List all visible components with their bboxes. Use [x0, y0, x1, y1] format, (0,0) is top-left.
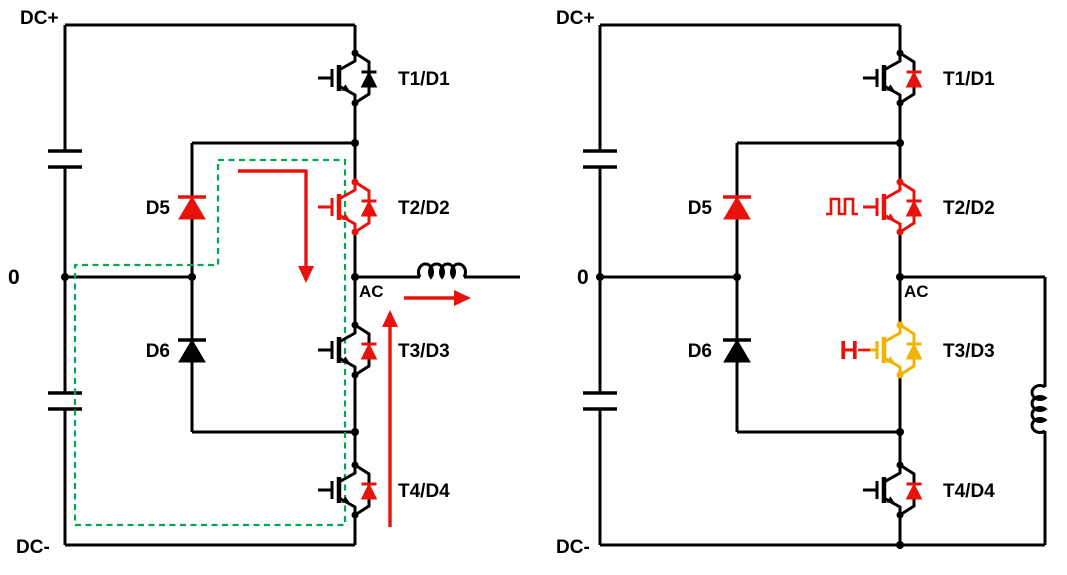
- dc-link-capacitor-upper: [48, 149, 82, 169]
- pwm-gate-signal-icon: [826, 197, 858, 216]
- dc-plus-label: DC+: [556, 8, 595, 29]
- t1-label: T1/D1: [943, 69, 995, 90]
- loop-current-arrow-down: [238, 169, 314, 283]
- dc-link-capacitor-upper: [583, 149, 617, 169]
- commutation-loop-outline: [73, 158, 347, 527]
- diode-d1-icon: [360, 70, 378, 89]
- t3-label: T3/D3: [398, 341, 450, 362]
- diode-d3-icon: [360, 342, 378, 361]
- diode-d2-icon: [360, 199, 378, 218]
- ac-label: AC: [904, 282, 929, 301]
- igbt-t3: [318, 322, 369, 379]
- clamp-diode-d5-icon: [721, 195, 753, 221]
- d5-label: D5: [146, 198, 171, 219]
- left-junction-dots: [61, 139, 359, 436]
- clamp-diode-d6-icon: [176, 338, 208, 364]
- neutral-label: 0: [8, 266, 20, 289]
- diode-d4-icon: [360, 482, 378, 501]
- dc-plus-label: DC+: [20, 8, 59, 29]
- neutral-label: 0: [577, 266, 589, 289]
- t4-label: T4/D4: [943, 481, 995, 502]
- t4-label: T4/D4: [398, 481, 450, 502]
- igbt-t1: [318, 50, 369, 107]
- igbt-t2: [863, 179, 914, 236]
- gate-high-label: H: [840, 335, 859, 365]
- t2-label: T2/D2: [398, 198, 450, 219]
- load-inductor-icon: [1030, 384, 1048, 434]
- dc-minus-label: DC-: [556, 537, 590, 558]
- d6-label: D6: [146, 341, 170, 362]
- diode-d4-icon: [905, 482, 923, 501]
- t3-label: T3/D3: [943, 341, 995, 362]
- t1-label: T1/D1: [398, 69, 450, 90]
- igbt-t3: [863, 322, 914, 379]
- clamp-diode-d6-icon: [721, 338, 753, 364]
- igbt-t4: [863, 462, 914, 519]
- dc-link-capacitor-lower: [48, 391, 82, 411]
- output-inductor-icon: [417, 262, 467, 280]
- igbt-t4: [318, 462, 369, 519]
- right-junction-dots: [596, 139, 904, 549]
- diode-d3-icon: [905, 342, 923, 361]
- d6-label: D6: [688, 341, 712, 362]
- left-wires: [63, 23, 520, 547]
- igbt-t1: [863, 50, 914, 107]
- right-wires: [598, 23, 1047, 547]
- igbt-t2: [318, 179, 369, 236]
- t2-label: T2/D2: [943, 198, 995, 219]
- diode-d2-icon: [905, 199, 923, 218]
- diode-d1-icon: [905, 70, 923, 89]
- dc-minus-label: DC-: [16, 537, 50, 558]
- clamp-diode-d5-icon: [176, 195, 208, 221]
- left-circuit: DC+ DC- 0 AC D5 D6 T1/D1 T2/D2 T3/D3 T4/…: [8, 8, 520, 558]
- ac-label: AC: [359, 282, 384, 301]
- dc-link-capacitor-lower: [583, 391, 617, 411]
- right-circuit: H DC+ DC- 0 AC D5 D6 T1/D1 T2/D2 T3/D3 T…: [556, 8, 1048, 558]
- d5-label: D5: [688, 198, 713, 219]
